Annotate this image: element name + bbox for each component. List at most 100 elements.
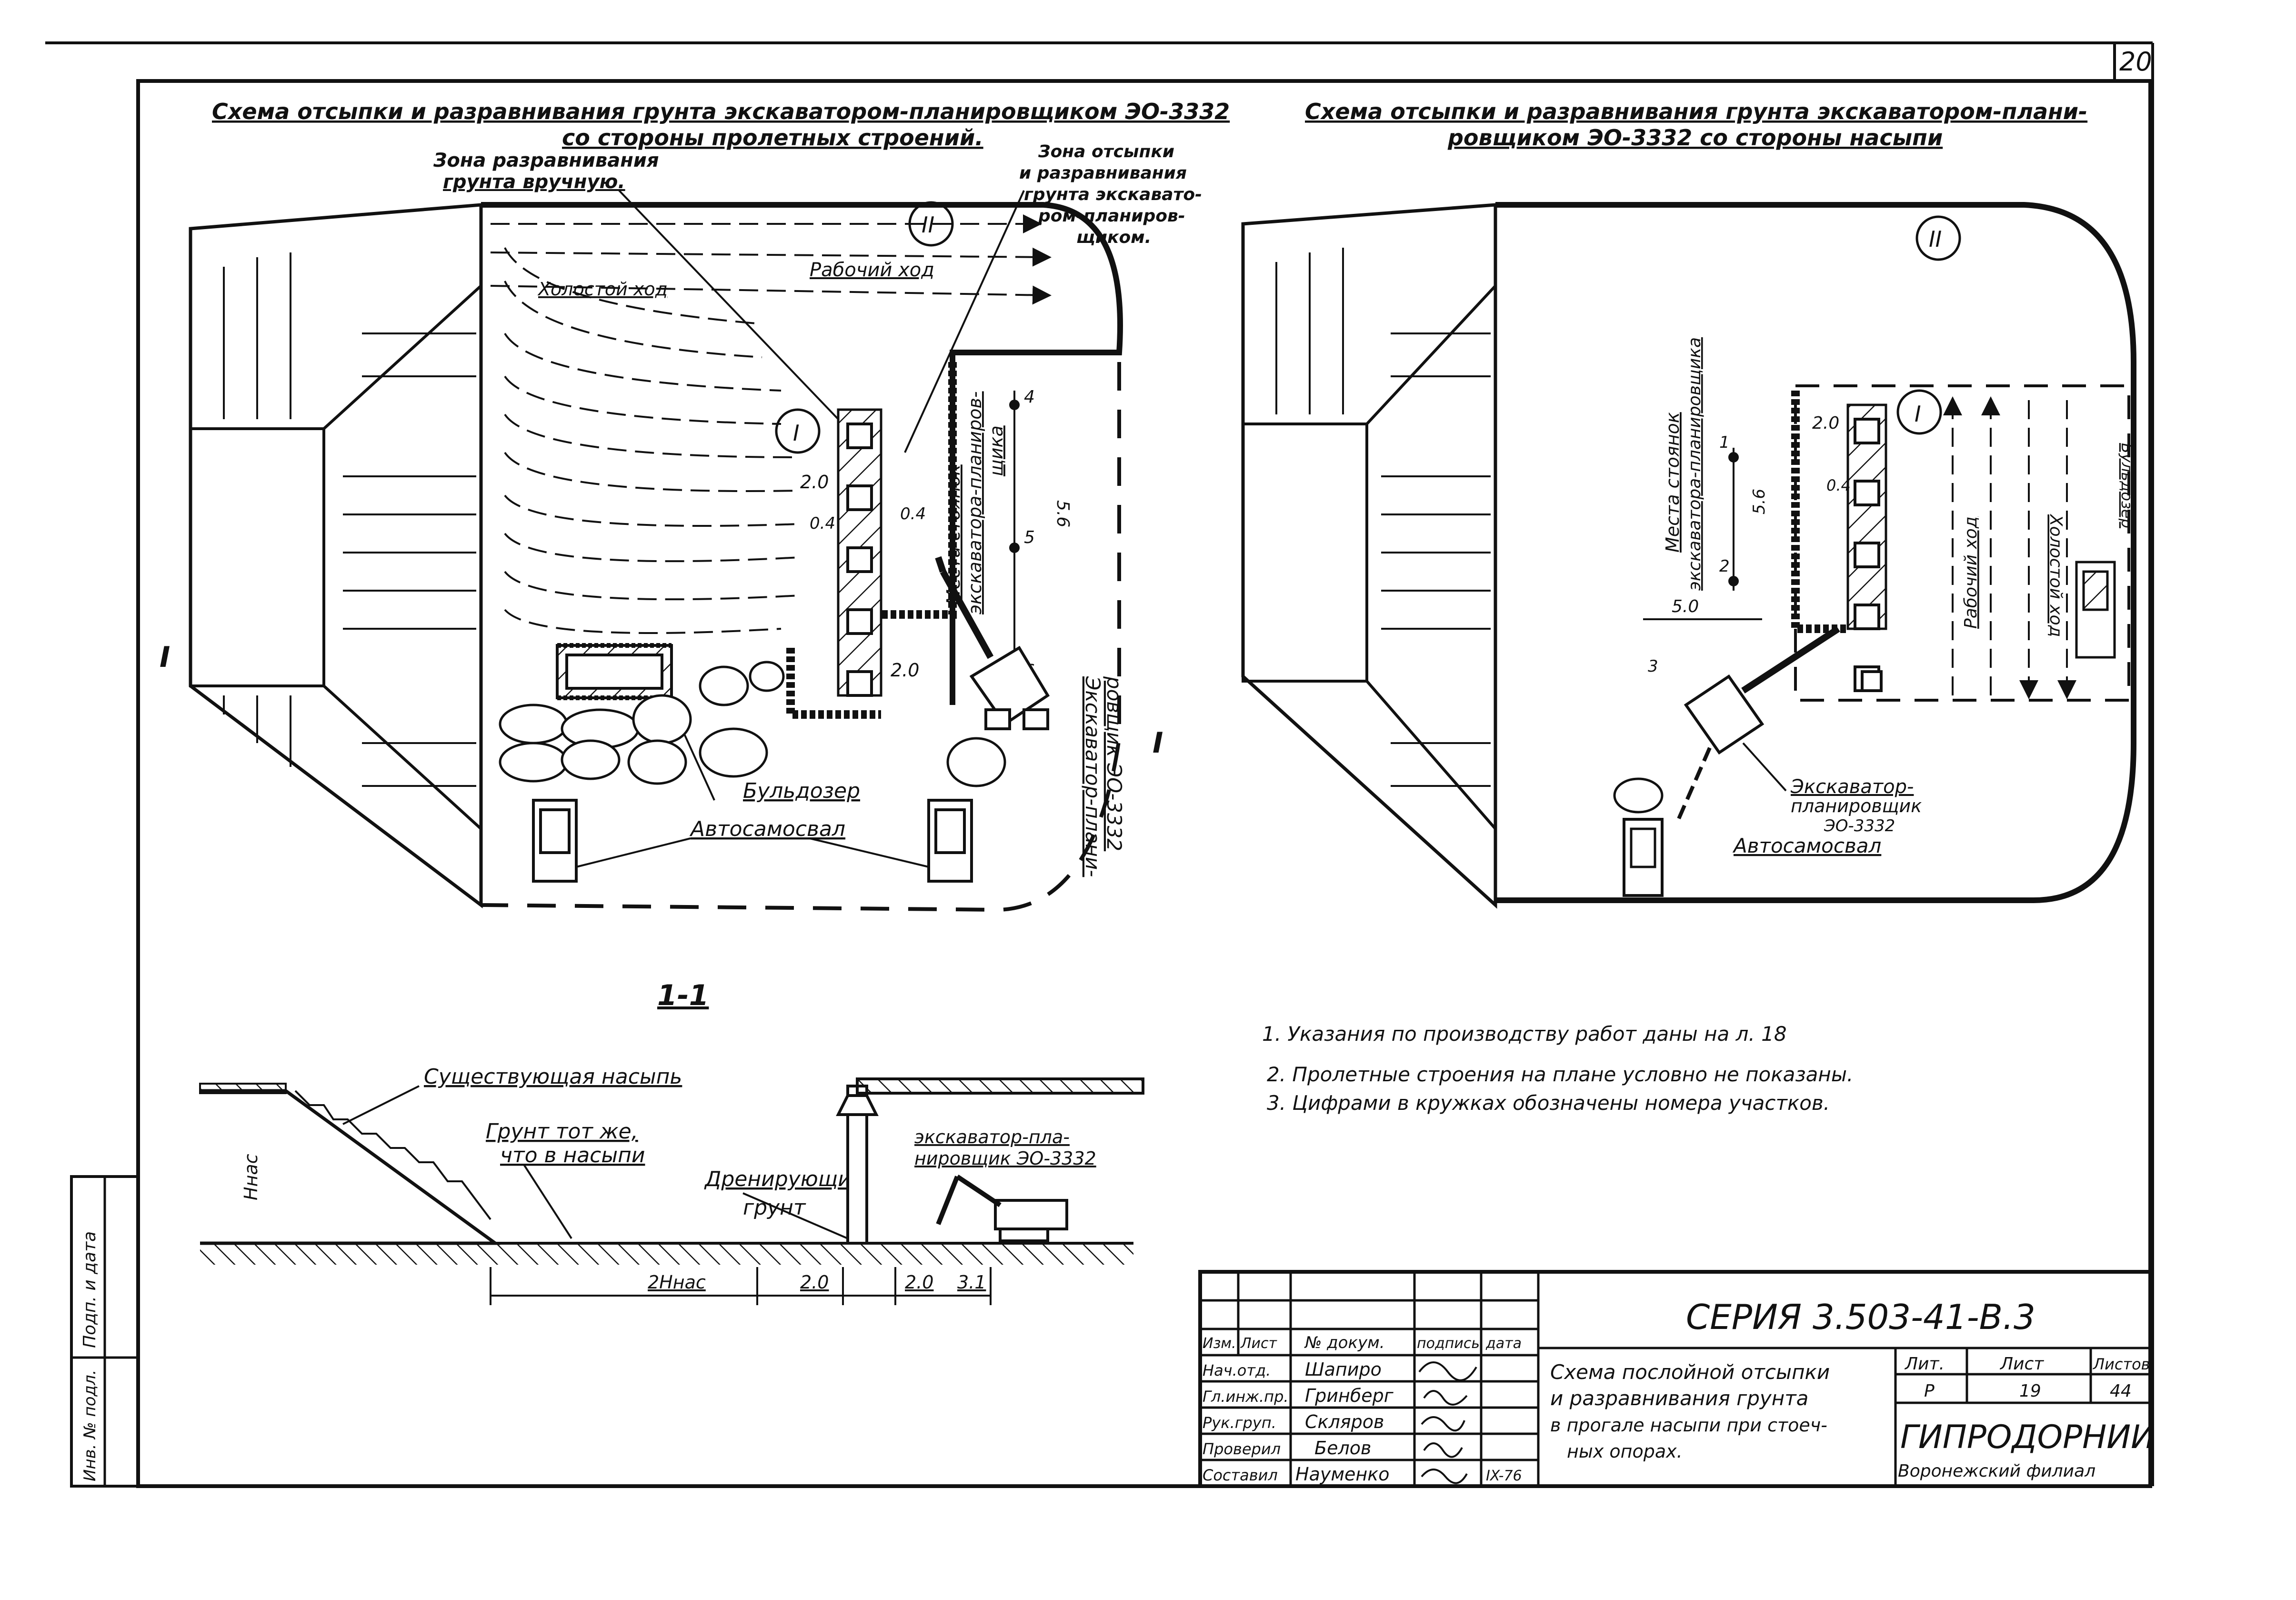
right-pos-3: 3 <box>1648 657 1658 676</box>
left-zone-manual-2: грунта вручную. <box>443 171 625 193</box>
left-excavator-1: Экскаватор-плани- <box>1081 676 1104 877</box>
left-dim-5-6: 5.6 <box>1053 500 1073 527</box>
left-fill-zone-border <box>481 202 1123 705</box>
left-parking-points <box>1009 391 1020 686</box>
left-dim-2-0b: 2.0 <box>891 660 919 681</box>
right-move-arrows <box>1943 396 2076 699</box>
tb-col-sign: подпись <box>1417 1335 1480 1352</box>
page-number: 20 <box>2119 47 2152 77</box>
tb-list-header: Лист <box>1999 1354 2044 1374</box>
right-abutment-face <box>1242 423 1368 683</box>
left-plan: Схема отсыпки и разравнивания грунта экс… <box>160 99 1230 912</box>
left-section-mark-1: I <box>160 641 170 674</box>
left-dim-0-4a: 0.4 <box>810 514 835 533</box>
tb-desc-2: и разравнивания грунта <box>1550 1387 1808 1410</box>
left-work-move-label: Рабочий ход <box>810 259 934 281</box>
right-excavator-2: планировщик <box>1791 795 1922 816</box>
right-plan: Схема отсыпки и разравнивания грунта экс… <box>1241 99 2136 909</box>
title-block: СЕРИЯ 3.503-41-В.3 Изм. Лист № докум. по… <box>1198 1270 2155 1488</box>
right-title-1: Схема отсыпки и разравнивания грунта экс… <box>1305 99 2087 124</box>
tb-desc-4: ных опорах. <box>1567 1441 1683 1462</box>
tb-role-4: Проверил <box>1203 1440 1281 1458</box>
section-dim-2b: 2.0 <box>905 1272 933 1293</box>
section-excav-1: экскаватор-пла- <box>914 1127 1070 1147</box>
right-zone-I: I <box>1915 401 1921 427</box>
left-truck-label: Автосамосвал <box>689 817 845 841</box>
section-dim-2h: 2Hнас <box>648 1272 706 1293</box>
side-stamp-inv: Инв. № подл. <box>80 1369 100 1481</box>
tb-desc-1: Схема послойной отсыпки <box>1550 1360 1830 1384</box>
tb-list-value: 19 <box>2019 1381 2041 1401</box>
left-dump-trucks <box>532 799 973 883</box>
section-title: 1-1 <box>657 979 709 1012</box>
tb-role-1: Нач.отд. <box>1203 1361 1271 1379</box>
right-title-2: ровщиком ЭО-3332 со стороны насыпи <box>1447 125 1943 151</box>
left-zone-excav-1: Зона отсыпки <box>1038 142 1174 161</box>
left-dim-0-4b: 0.4 <box>900 504 926 523</box>
tb-col-izm: Изм. <box>1203 1335 1236 1352</box>
section-drain-1: Дренирующий <box>704 1167 865 1191</box>
right-dashed-area <box>1794 384 2130 702</box>
left-parking-2: экскаватора-планиров- <box>964 391 985 614</box>
right-pos-2: 2 <box>1719 557 1730 576</box>
tb-role-5: Составил <box>1203 1466 1278 1484</box>
right-slope-hatch <box>1275 248 1491 787</box>
tb-name-4: Белов <box>1314 1438 1371 1459</box>
right-bulldozer: Бульдозер <box>2118 443 2136 528</box>
tb-lit-value: Р <box>1924 1381 1935 1401</box>
side-stamp-sign: Подп. и дата <box>80 1231 100 1348</box>
left-zone-excav-5: щиком. <box>1076 228 1151 247</box>
tb-date: IX-76 <box>1486 1468 1522 1484</box>
left-slope-hatch <box>223 252 476 787</box>
left-pos-5: 5 <box>1024 528 1035 547</box>
section-1-1: 1-1 Hнас Существующая насыпь Грунт тот ж… <box>199 979 1144 1305</box>
tb-org-branch: Воронежский филиал <box>1898 1461 2095 1481</box>
left-section-mark-2: I <box>1153 726 1163 760</box>
left-parking-3: щика <box>986 425 1007 476</box>
tb-desc-3: в прогале насыпи при стоеч- <box>1550 1415 1827 1436</box>
tb-name-3: Скляров <box>1305 1411 1384 1432</box>
left-zone-excav-4: ром-планиров- <box>1038 206 1185 226</box>
left-excavator-2: ровщик ЭО-3332 <box>1103 676 1126 851</box>
section-h-label: Hнас <box>241 1154 261 1200</box>
tb-col-doc: № докум. <box>1304 1333 1385 1352</box>
left-move-arrows <box>490 214 1052 634</box>
left-abutment-outline <box>189 203 483 909</box>
right-fill-zone-border <box>1495 202 2136 903</box>
right-parking-points <box>1643 448 1762 620</box>
section-existing: Существующая насыпь <box>424 1065 682 1089</box>
right-truck-label: Автосамосвал <box>1732 834 1881 857</box>
section-soil-2: что в насыпи <box>500 1143 645 1167</box>
left-zone-II: II <box>922 212 934 238</box>
tb-role-3: Рук.груп. <box>1203 1414 1276 1432</box>
left-title-2: со стороны пролетных строений. <box>562 125 983 151</box>
left-title-1: Схема отсыпки и разравнивания грунта экс… <box>212 99 1230 124</box>
left-dashed-boundary <box>481 362 1121 912</box>
right-dim-5-0: 5.0 <box>1672 597 1699 616</box>
left-support-posts <box>846 423 873 697</box>
left-excavator <box>935 556 1050 730</box>
tb-lit-header: Лит. <box>1904 1354 1945 1374</box>
right-excavator-3: ЭО-3332 <box>1824 816 1895 835</box>
left-bulldozer-label: Бульдозер <box>743 779 860 803</box>
section-excavator <box>936 1174 1068 1242</box>
left-bulldozer <box>556 643 673 700</box>
section-dim-2a: 2.0 <box>800 1272 829 1293</box>
note-3: 3. Цифрами в кружках обозначены номера у… <box>1267 1091 1830 1115</box>
tb-org: ГИПРОДОРНИИ <box>1900 1419 2155 1456</box>
section-excav-2: нировщик ЭО-3332 <box>914 1148 1096 1169</box>
section-pier <box>836 1077 1144 1245</box>
right-dim-5-6: 5.6 <box>1750 489 1769 514</box>
left-pos-4: 4 <box>1024 387 1035 407</box>
tb-series: СЕРИЯ 3.503-41-В.3 <box>1686 1297 2035 1337</box>
tb-name-1: Шапиро <box>1305 1359 1382 1380</box>
right-excavator <box>1674 626 1840 825</box>
right-zone-II: II <box>1929 226 1942 252</box>
left-zone-I: I <box>793 420 800 446</box>
section-soil-1: Грунт тот же, <box>486 1119 638 1144</box>
sheet-frame <box>45 41 2154 1488</box>
tb-name-2: Гринберг <box>1305 1385 1394 1406</box>
side-stamp: Подп. и дата Инв. № подл. <box>70 1175 140 1488</box>
tb-col-date: дата <box>1485 1335 1522 1352</box>
